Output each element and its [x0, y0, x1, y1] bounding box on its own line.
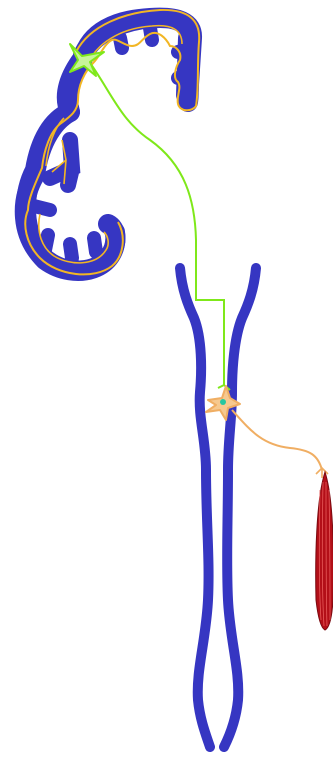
cortex-fold-upper [83, 18, 190, 102]
lower-motor-neuron-axon [232, 410, 322, 470]
spinal-cord [180, 268, 256, 747]
upper-motor-neuron [70, 44, 230, 390]
synapse-marker [220, 399, 226, 405]
brain-cortex-section [25, 10, 199, 274]
cortex-fold-branch-1 [50, 140, 72, 185]
skeletal-muscle [316, 472, 333, 630]
muscle-body [316, 472, 333, 630]
spinal-cord-left-wall [180, 268, 210, 747]
spinal-cord-right-wall [224, 268, 256, 747]
